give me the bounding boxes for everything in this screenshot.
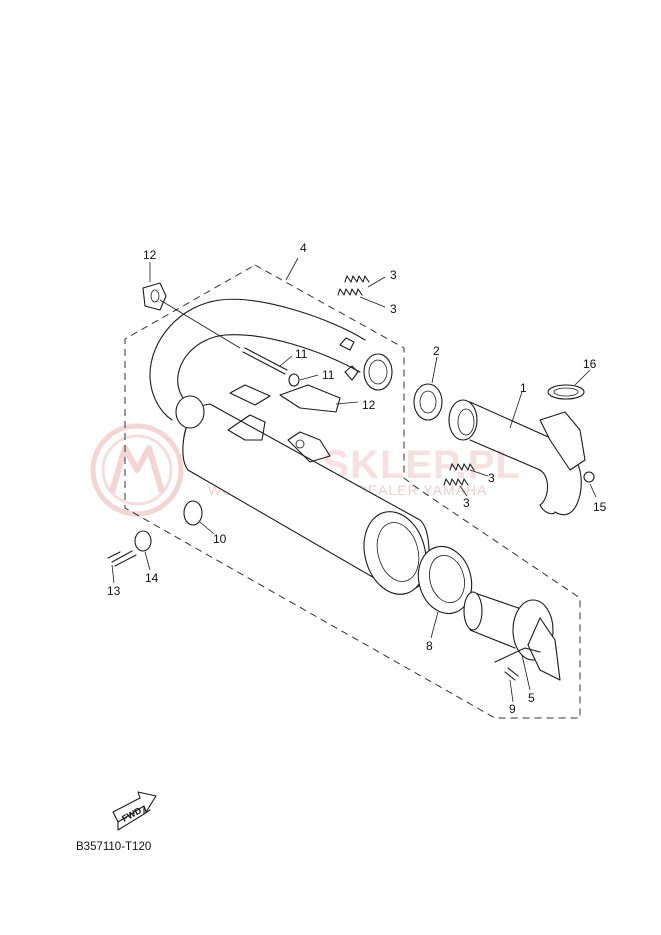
callout-3-c: 3: [488, 471, 495, 485]
callout-4: 4: [300, 241, 307, 255]
callout-14: 14: [145, 571, 159, 585]
bolt-9: [242, 347, 288, 375]
callout-6: 8: [426, 639, 433, 653]
callout-16: 16: [583, 357, 597, 371]
callout-7: 9: [509, 702, 516, 716]
muffler-body: [175, 395, 430, 595]
callout-2: 2: [433, 344, 440, 358]
callout-5: 5: [528, 691, 535, 705]
washer-14: [134, 530, 152, 552]
callout-10: 12: [362, 398, 376, 412]
callout-9: 11: [295, 347, 308, 361]
bracket-plate: [229, 384, 341, 413]
watermark-logo: [90, 423, 184, 517]
exhaust-pipe: [448, 384, 595, 516]
callout-11: 11: [322, 368, 335, 382]
callout-8: 10: [213, 532, 227, 546]
callout-1: 1: [520, 381, 527, 395]
callouts: 12 4 3 3 2 1 16 11 11 12 3 3 15 10 14 13…: [107, 241, 607, 716]
gasket-6: [417, 545, 473, 615]
springs: [337, 275, 475, 486]
callout-13: 13: [107, 584, 121, 598]
callout-15: 15: [593, 500, 607, 514]
leader-lines: [111, 257, 597, 703]
callout-3-a: 3: [390, 268, 397, 282]
muffler-assembly-boundary: [124, 264, 581, 719]
callout-12: 12: [143, 248, 157, 262]
fwd-arrow-icon: FWD: [112, 791, 157, 831]
gasket: [413, 383, 443, 421]
callout-3-d: 3: [463, 496, 470, 510]
callout-3-b: 3: [390, 302, 397, 316]
diagram-code: B357110-T120: [76, 841, 151, 853]
tail-pipe: [463, 591, 561, 681]
screw-7: [504, 667, 519, 681]
damper-8: [183, 500, 203, 526]
grommet-12: [142, 282, 167, 311]
washer-11: [288, 373, 300, 387]
bolt-13: [107, 550, 137, 567]
